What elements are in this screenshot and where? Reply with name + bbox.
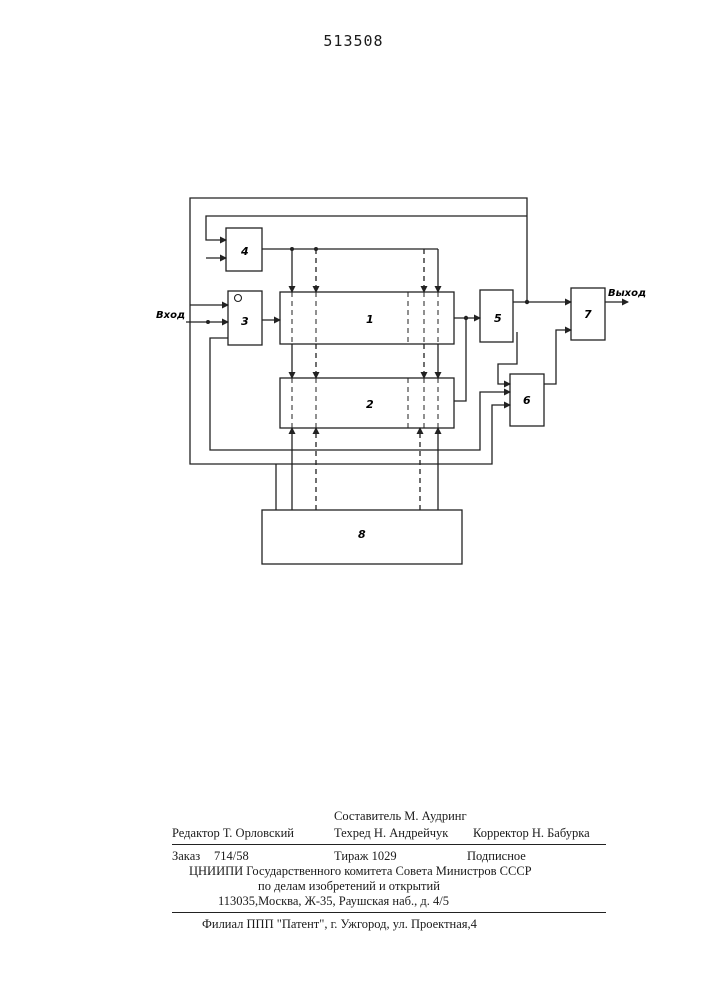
block-8-label: 8 bbox=[358, 528, 366, 541]
order-label: Заказ bbox=[172, 849, 200, 864]
junction-dot bbox=[314, 247, 318, 251]
divider-rule bbox=[172, 912, 606, 913]
circulation: Тираж 1029 bbox=[334, 849, 397, 864]
input-label: Вход bbox=[156, 310, 185, 321]
org-address: 113035,Москва, Ж-35, Раушская наб., д. 4… bbox=[218, 894, 449, 909]
editor-line: Редактор Т. Орловский bbox=[172, 826, 294, 841]
block-3-marker-circle bbox=[235, 295, 242, 302]
block-diagram: 1 2 3 4 5 6 7 8 Вход Выход bbox=[0, 0, 707, 620]
techred-line: Техред Н. Андрейчук bbox=[334, 826, 448, 841]
block-5-label: 5 bbox=[494, 312, 502, 325]
compiler-line: Составитель М. Аудринг bbox=[334, 809, 467, 824]
junction-dot bbox=[525, 300, 529, 304]
divider-rule bbox=[172, 844, 606, 845]
wire-5-to-6 bbox=[498, 332, 517, 384]
junction-dot bbox=[464, 316, 468, 320]
block-6-label: 6 bbox=[523, 394, 531, 407]
order-value: 714/58 bbox=[214, 849, 249, 864]
feedback-top bbox=[190, 198, 527, 464]
wire-6-to-7 bbox=[544, 330, 571, 384]
block-7-label: 7 bbox=[584, 308, 592, 321]
junction-dot bbox=[206, 320, 210, 324]
junction-dot bbox=[290, 247, 294, 251]
block-4-label: 4 bbox=[240, 245, 249, 258]
subscription: Подписное bbox=[467, 849, 526, 864]
org-line-1: ЦНИИПИ Государственного комитета Совета … bbox=[189, 864, 532, 879]
block-2-label: 2 bbox=[366, 398, 374, 411]
output-label: Выход bbox=[608, 288, 646, 299]
wire-2-to-5 bbox=[454, 318, 466, 401]
branch-line: Филиал ППП "Патент", г. Ужгород, ул. Про… bbox=[202, 917, 477, 932]
wire-from-6 bbox=[210, 338, 510, 450]
block-3-label: 3 bbox=[241, 315, 249, 328]
org-line-2: по делам изобретений и открытий bbox=[258, 879, 440, 894]
block-1-label: 1 bbox=[366, 313, 374, 326]
corrector-line: Корректор Н. Бабурка bbox=[473, 826, 590, 841]
